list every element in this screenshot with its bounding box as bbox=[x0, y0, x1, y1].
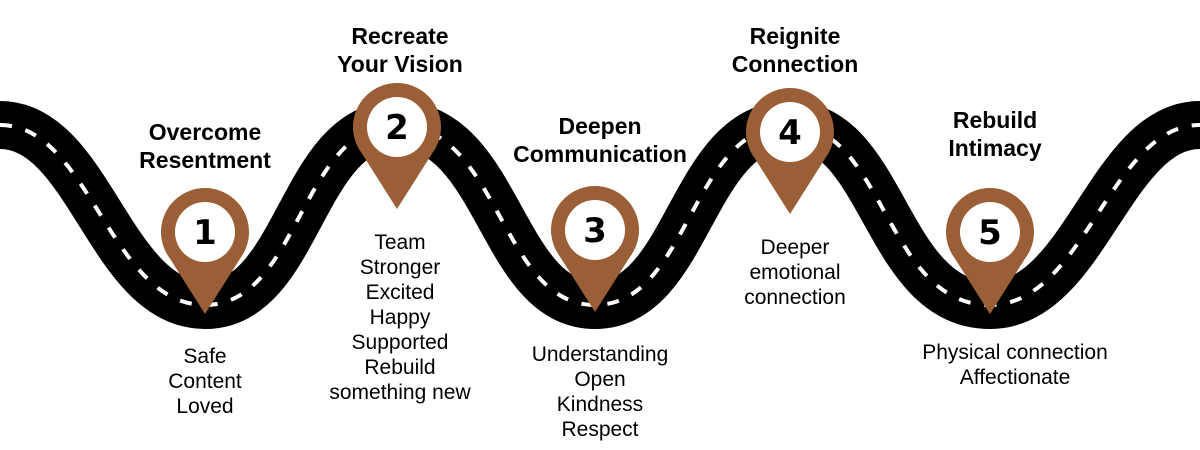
list-item: Understanding bbox=[531, 343, 669, 366]
step-5-items: Physical connection Affectionate bbox=[890, 340, 1140, 390]
location-pin-2: 2 bbox=[353, 83, 442, 209]
list-item: connection bbox=[744, 286, 846, 309]
pin-inner-circle bbox=[565, 200, 625, 260]
list-item: Content bbox=[168, 370, 242, 393]
pin-inner-circle bbox=[175, 202, 235, 262]
list-item: Safe bbox=[183, 345, 227, 368]
step-number: 5 bbox=[978, 213, 1002, 253]
list-item: emotional bbox=[749, 261, 841, 284]
pin-inner-circle bbox=[760, 102, 820, 162]
list-item: Supported bbox=[351, 331, 449, 354]
step-number: 1 bbox=[193, 213, 217, 253]
step-1-items: Safe Content Loved bbox=[125, 344, 285, 419]
list-item: Open bbox=[574, 368, 626, 391]
list-item: Stronger bbox=[359, 256, 441, 279]
list-item: Physical connection bbox=[922, 341, 1108, 364]
step-2-items: Team Stronger Excited Happy Supported Re… bbox=[300, 230, 500, 405]
location-pin-3: 3 bbox=[551, 186, 639, 312]
list-item: something new bbox=[329, 381, 471, 404]
list-item: Loved bbox=[176, 395, 234, 418]
list-item: Deeper bbox=[760, 236, 830, 259]
location-pin-4: 4 bbox=[746, 88, 834, 214]
pin-inner-circle bbox=[367, 97, 427, 157]
location-pin-5: 5 bbox=[945, 187, 1034, 314]
step-4-items: Deeper emotional connection bbox=[715, 235, 875, 310]
list-item: Kindness bbox=[556, 393, 644, 416]
list-item: Excited bbox=[365, 281, 435, 304]
list-item: Happy bbox=[369, 306, 431, 329]
step-number: 2 bbox=[385, 108, 409, 148]
step-number: 4 bbox=[778, 113, 802, 153]
list-item: Team bbox=[374, 231, 426, 254]
step-number: 3 bbox=[583, 211, 607, 251]
location-pin-1: 1 bbox=[161, 188, 249, 314]
list-item: Rebuild bbox=[364, 356, 436, 379]
step-3-items: Understanding Open Kindness Respect bbox=[500, 342, 700, 442]
list-item: Respect bbox=[561, 418, 639, 441]
list-item: Affectionate bbox=[959, 366, 1071, 389]
pin-inner-circle bbox=[960, 202, 1020, 262]
